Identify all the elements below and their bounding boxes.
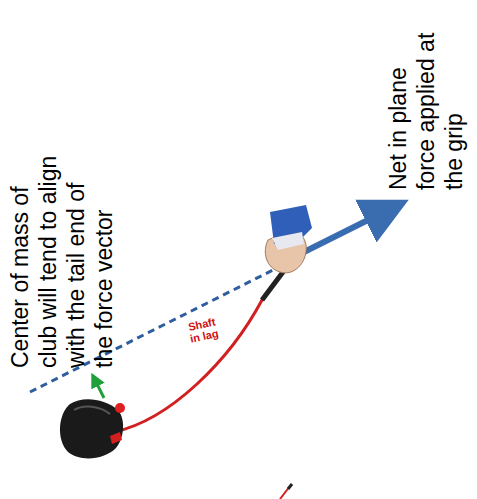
shaft-fragment-tip: [288, 484, 292, 489]
callout-note: Center of mass of club will tend to alig…: [6, 150, 118, 369]
shaft: [114, 268, 286, 432]
force-label: Net in plane force applied at the grip: [384, 24, 468, 190]
center-of-mass-dot: [115, 403, 125, 413]
hand: [265, 205, 312, 273]
club-head: [60, 399, 123, 458]
shaft-label: Shaft in lag: [184, 315, 222, 346]
green-arrow: [94, 378, 104, 398]
